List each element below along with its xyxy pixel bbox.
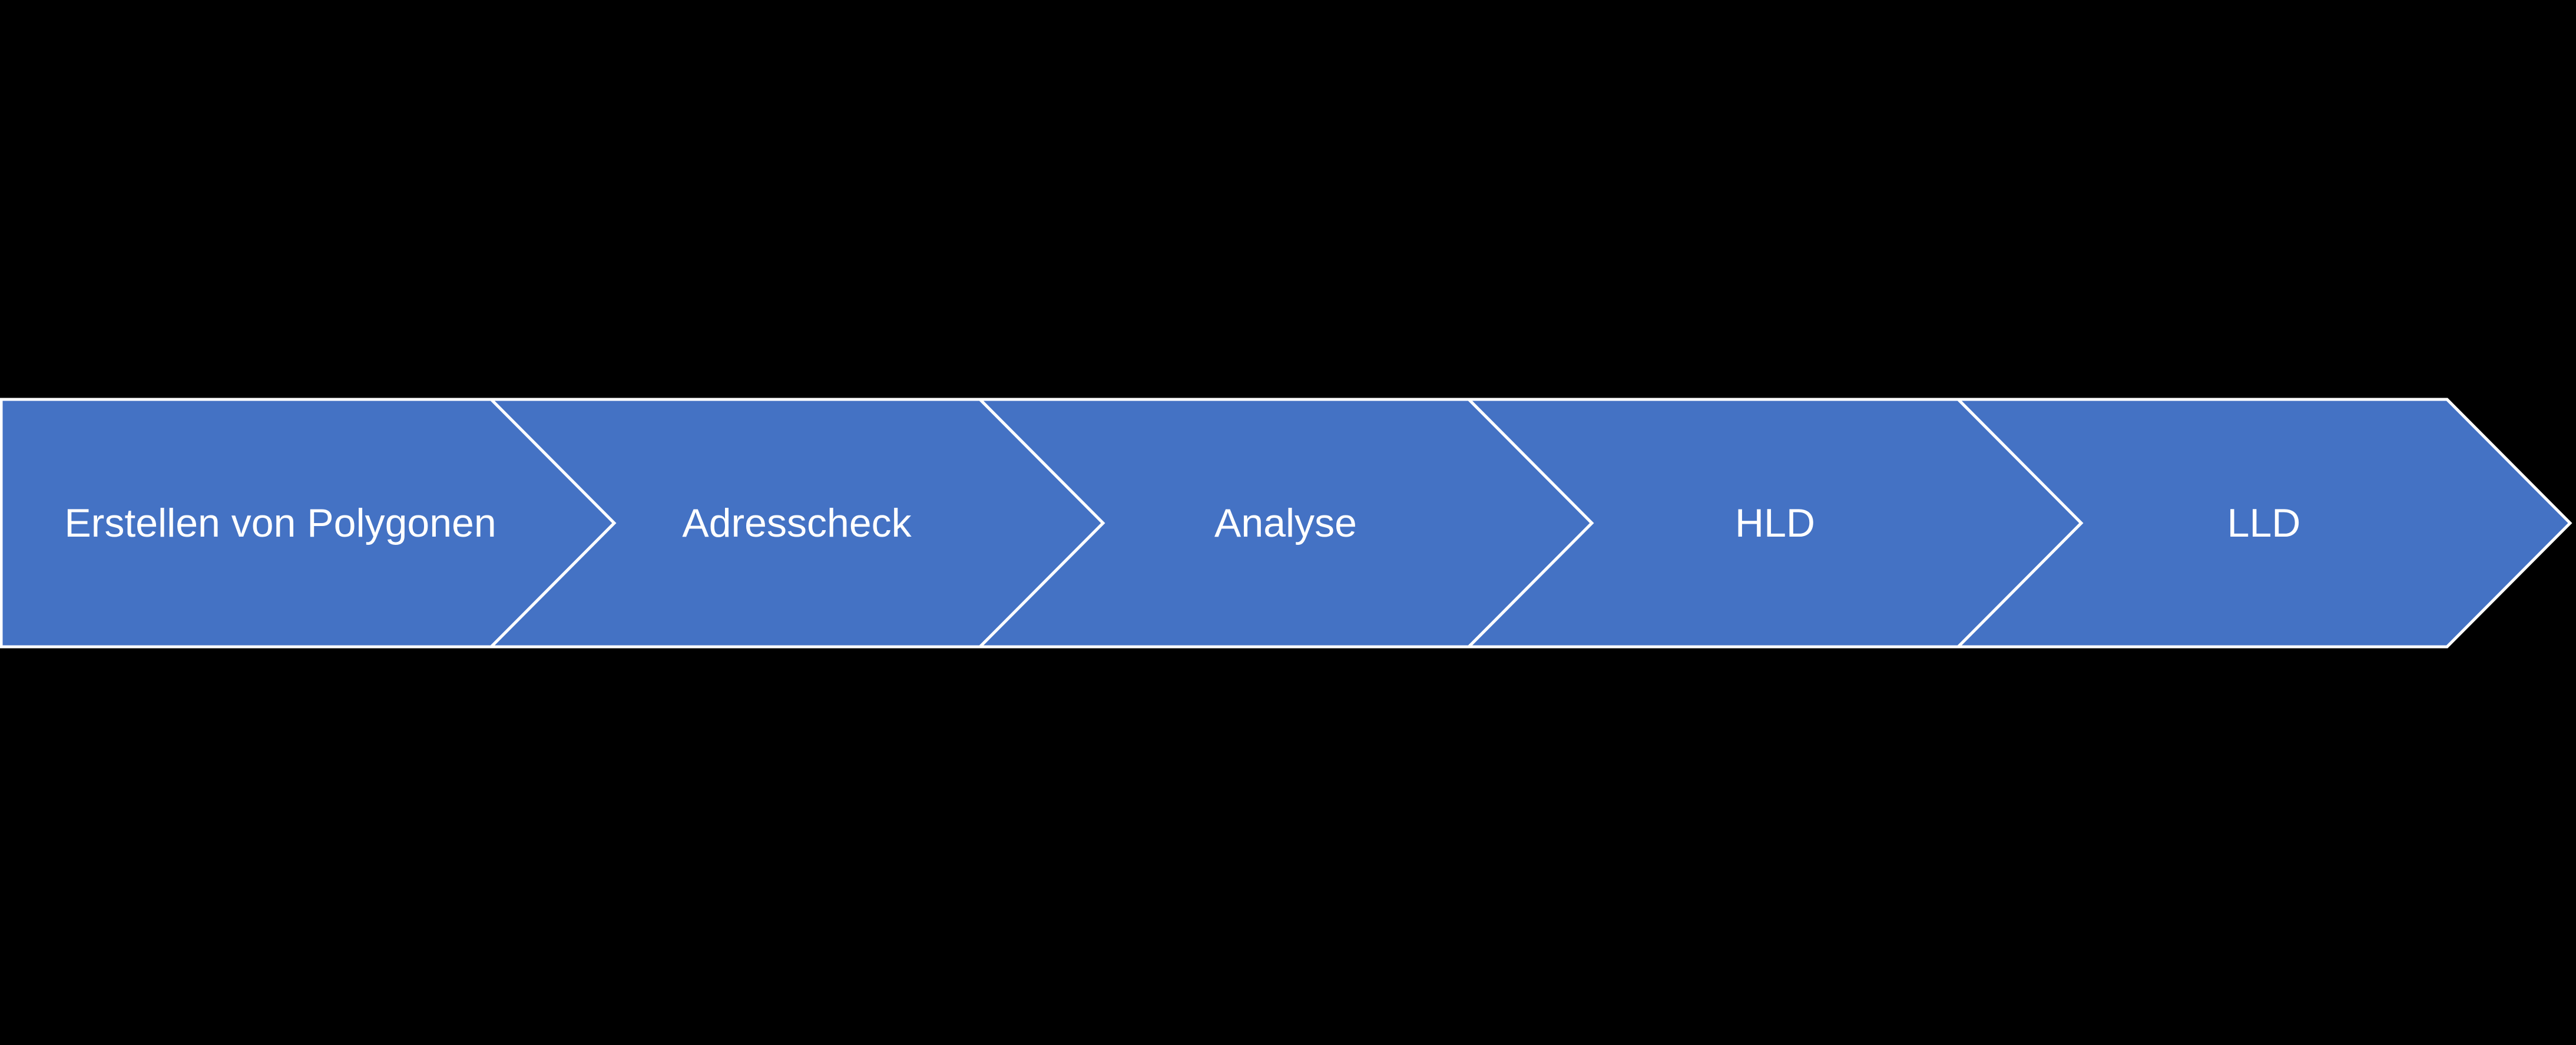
stage-label-5: LLD (2227, 501, 2301, 545)
stage-label-4: HLD (1735, 501, 1815, 545)
chevron-shape-5 (1954, 398, 2572, 649)
stage-label-3: Analyse (1214, 501, 1357, 545)
chevron-stage-5: LLD (1954, 398, 2572, 649)
chevron-stage-3: Analyse (976, 398, 1594, 649)
stage-label-1: Erstellen von Polygonen (64, 501, 496, 545)
chevron-stage-1: Erstellen von Polygonen (0, 398, 617, 649)
stage-label-2: Adresscheck (682, 501, 912, 545)
